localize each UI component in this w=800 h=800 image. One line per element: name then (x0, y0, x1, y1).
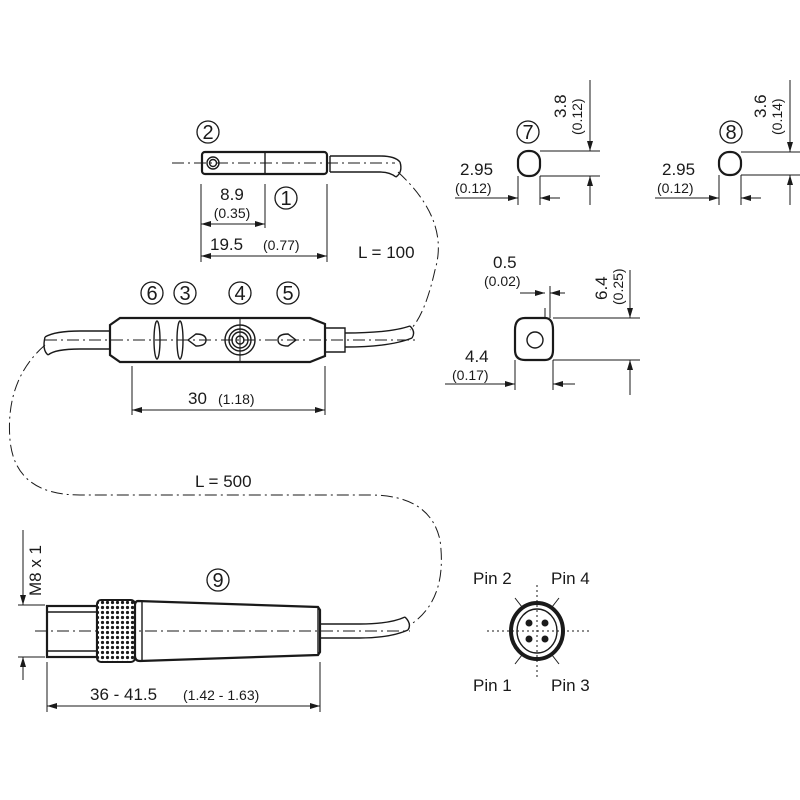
dim-19-5: 19.5 (210, 235, 243, 254)
callout-circle (140, 281, 164, 305)
callout-circle (173, 281, 197, 305)
connector-pin-face (487, 585, 590, 680)
callout-2: 2 (202, 122, 213, 144)
profile-7-width: 2.95 (460, 160, 493, 179)
slot-width-0-5: 0.5 (493, 253, 517, 272)
callout-circle (274, 186, 298, 210)
callout-5: 5 (282, 283, 293, 305)
m8-connector (35, 599, 411, 663)
cable-l100 (397, 171, 439, 331)
callout-circle (516, 120, 540, 144)
callout-8: 8 (725, 122, 736, 144)
callout-circle (228, 281, 252, 305)
profile-7-height-inch: (0.12) (569, 98, 585, 135)
profile-7-width-inch: (0.12) (455, 180, 492, 196)
cable-length-100: L = 100 (358, 243, 415, 262)
sensor-body (43, 316, 415, 364)
sensor-head (172, 150, 402, 178)
dim-30: 30 (188, 389, 207, 408)
slot-height-6-4-inch: (0.25) (610, 268, 626, 305)
dim-8-9: 8.9 (220, 185, 244, 204)
slot-height-6-4: 6.4 (592, 276, 611, 300)
dim-8-9-inch: (0.35) (214, 205, 251, 221)
callout-3: 3 (179, 283, 190, 305)
callout-1: 1 (280, 188, 291, 210)
dim-30-inch: (1.18) (218, 391, 255, 407)
slot-width-4-4-inch: (0.17) (452, 367, 489, 383)
callout-6: 6 (146, 283, 157, 305)
dim-36-41-5: 36 - 41.5 (90, 685, 157, 704)
dim-36-41-5-inch: (1.42 - 1.63) (183, 687, 259, 703)
profile-8-width-inch: (0.12) (657, 180, 694, 196)
slot-width-4-4: 4.4 (465, 347, 489, 366)
callout-circle (719, 120, 743, 144)
profile-8-width: 2.95 (662, 160, 695, 179)
profile-7-height: 3.8 (551, 94, 570, 118)
cable-l500 (8, 344, 442, 626)
profile-7 (455, 80, 600, 205)
callout-4: 4 (234, 283, 245, 305)
pin-3-label: Pin 3 (551, 676, 590, 695)
callout-circle (206, 568, 230, 592)
profile-8-height: 3.6 (751, 94, 770, 118)
dim-19-5-inch: (0.77) (263, 237, 300, 253)
callout-circle (276, 281, 300, 305)
pin-2-label: Pin 2 (473, 569, 512, 588)
thread-size: M8 x 1 (26, 545, 45, 596)
profile-8 (655, 80, 800, 205)
callout-7: 7 (522, 122, 533, 144)
pin-1-label: Pin 1 (473, 676, 512, 695)
cable-length-500: L = 500 (195, 472, 252, 491)
callout-circle (196, 120, 220, 144)
slot-profile (445, 270, 640, 395)
slot-width-0-5-inch: (0.02) (484, 273, 521, 289)
pin-4-label: Pin 4 (551, 569, 590, 588)
callout-9: 9 (212, 570, 223, 592)
profile-8-height-inch: (0.14) (769, 98, 785, 135)
